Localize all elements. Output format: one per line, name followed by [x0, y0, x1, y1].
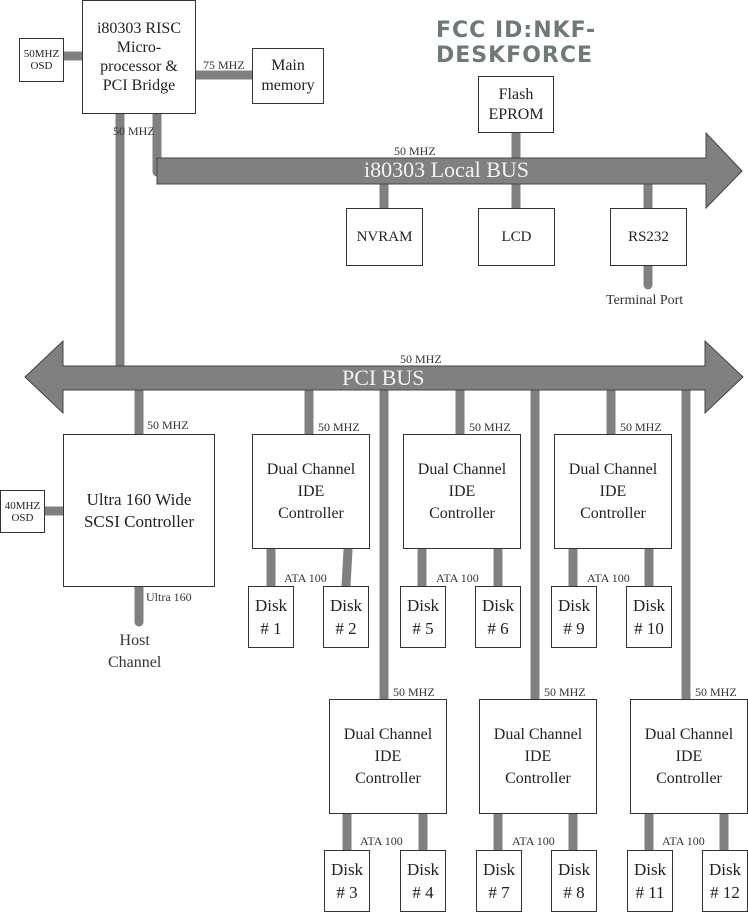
disk-label: Disk # 10: [632, 596, 666, 638]
ata100-label: ATA 100: [662, 834, 705, 848]
disk-label: Disk # 8: [557, 860, 591, 902]
disk-label: Disk # 4: [406, 860, 440, 902]
ide-controller-box: Dual Channel IDE Controller: [329, 699, 447, 814]
nvram-label: NVRAM: [356, 228, 413, 245]
disk-box: Disk # 7: [476, 850, 522, 912]
ide-controller-box: Dual Channel IDE Controller: [554, 434, 672, 549]
ide-controller-label: Dual Channel IDE Controller: [343, 725, 433, 787]
lcd-box: LCD: [478, 208, 555, 266]
ata100-label: ATA 100: [587, 571, 630, 585]
cpu-osd-label: 50MHZ OSD: [23, 48, 60, 72]
rs232-label: RS232: [628, 228, 669, 245]
flash-eprom-label: Flash EPROM: [488, 85, 544, 123]
nvram-box: NVRAM: [346, 208, 423, 266]
ata100-label: ATA 100: [512, 834, 555, 848]
local-bus-speed: 50 MHZ: [394, 144, 436, 158]
scsi-link-speed: 50 MHZ: [147, 418, 189, 432]
disk-box: Disk # 6: [475, 586, 521, 648]
ide-link-speed: 50 MHZ: [620, 420, 662, 434]
disk-label: Disk # 7: [482, 860, 516, 902]
ata100-label: ATA 100: [436, 571, 479, 585]
lcd-label: LCD: [501, 228, 532, 245]
ide-link-speed: 50 MHZ: [695, 685, 737, 699]
disk-box: Disk # 9: [551, 586, 597, 648]
disk-label: Disk # 1: [254, 596, 288, 638]
disk-box: Disk # 2: [323, 586, 369, 648]
scsi-controller-label: Ultra 160 Wide SCSI Controller: [83, 489, 195, 531]
ide-controller-box: Dual Channel IDE Controller: [479, 699, 597, 814]
ata100-label: ATA 100: [284, 571, 327, 585]
ide-controller-label: Dual Channel IDE Controller: [644, 725, 734, 787]
ide-link-speed: 50 MHZ: [544, 685, 586, 699]
flash-eprom-box: Flash EPROM: [478, 76, 554, 133]
ide-controller-label: Dual Channel IDE Controller: [266, 460, 356, 522]
ide-link-speed: 50 MHZ: [318, 420, 360, 434]
memory-link-speed: 75 MHZ: [203, 58, 245, 72]
disk-box: Disk # 4: [400, 850, 446, 912]
pci-bus-arrow: [24, 339, 744, 415]
ide-controller-label: Dual Channel IDE Controller: [417, 460, 507, 522]
scsi-osd-label: 40MHZ OSD: [4, 499, 41, 524]
local-bus-label: i80303 Local BUS: [364, 157, 529, 182]
disk-box: Disk # 10: [626, 586, 672, 648]
cpu-box: i80303 RISC Micro- processor & PCI Bridg…: [82, 0, 196, 114]
disk-box: Disk # 12: [702, 850, 748, 912]
cpu-label: i80303 RISC Micro- processor & PCI Bridg…: [96, 20, 181, 94]
ide-link-speed: 50 MHZ: [393, 685, 435, 699]
ide-link-speed: 50 MHZ: [469, 420, 511, 434]
ide-controller-box: Dual Channel IDE Controller: [252, 434, 370, 549]
disk-box: Disk # 8: [551, 850, 597, 912]
ide-controller-label: Dual Channel IDE Controller: [568, 460, 658, 522]
disk-box: Disk # 5: [400, 586, 446, 648]
cpu-osd-box: 50MHZ OSD: [19, 38, 64, 82]
main-memory-box: Main memory: [252, 48, 324, 104]
pci-bus-label: PCI BUS: [342, 365, 425, 390]
cpu-pci-link-speed: 50 MHZ: [113, 124, 155, 138]
disk-label: Disk # 12: [708, 860, 742, 902]
disk-label: Disk # 9: [557, 596, 591, 638]
disk-label: Disk # 3: [330, 860, 364, 902]
ultra160-link-label: Ultra 160: [146, 590, 192, 604]
ide-controller-label: Dual Channel IDE Controller: [493, 725, 583, 787]
pci-bus-speed: 50 MHZ: [400, 352, 442, 366]
ata100-label: ATA 100: [360, 834, 403, 848]
link-disk-2: [341, 545, 353, 591]
fcc-id-title: FCC ID:NKF-DESKFORCE: [436, 18, 597, 68]
disk-box: Disk # 3: [324, 850, 370, 912]
disk-label: Disk # 11: [633, 860, 667, 902]
disk-label: Disk # 5: [406, 596, 440, 638]
ide-controller-box: Dual Channel IDE Controller: [630, 699, 748, 814]
disk-label: Disk # 2: [329, 596, 363, 638]
ide-controller-box: Dual Channel IDE Controller: [403, 434, 521, 549]
host-channel-label: Host Channel: [108, 632, 162, 671]
disk-label: Disk # 6: [481, 596, 515, 638]
main-memory-label: Main memory: [261, 57, 315, 94]
scsi-osd-box: 40MHZ OSD: [0, 490, 45, 533]
terminal-port-label: Terminal Port: [606, 293, 684, 308]
disk-box: Disk # 1: [248, 586, 294, 648]
disk-box: Disk # 11: [627, 850, 673, 912]
local-bus-arrow: [156, 131, 743, 210]
rs232-box: RS232: [610, 208, 687, 266]
scsi-controller-box: Ultra 160 Wide SCSI Controller: [63, 434, 215, 587]
